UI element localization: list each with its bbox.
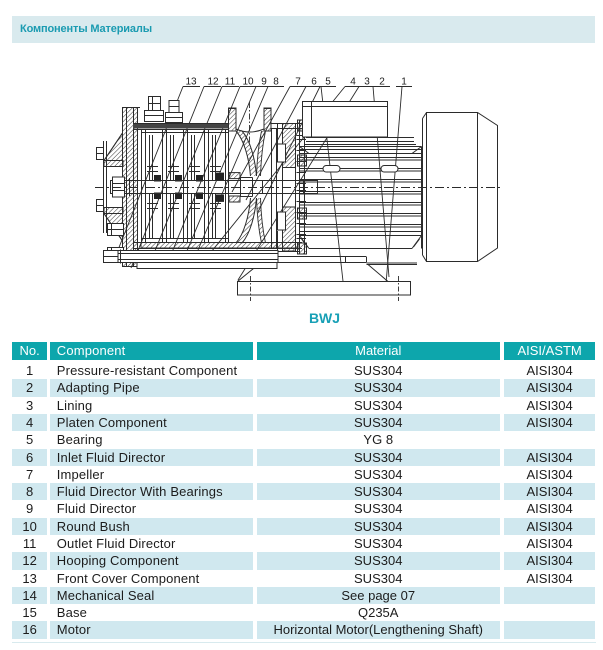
- svg-text:2: 2: [379, 77, 385, 88]
- svg-text:8: 8: [273, 77, 279, 88]
- svg-text:10: 10: [242, 77, 254, 88]
- svg-text:7: 7: [295, 77, 301, 88]
- svg-text:1: 1: [401, 77, 407, 88]
- svg-text:5: 5: [325, 77, 331, 88]
- svg-text:3: 3: [364, 77, 370, 88]
- svg-text:12: 12: [207, 77, 219, 88]
- svg-text:4: 4: [350, 77, 356, 88]
- svg-text:6: 6: [311, 77, 317, 88]
- svg-text:13: 13: [185, 77, 197, 88]
- svg-text:9: 9: [261, 77, 267, 88]
- svg-text:11: 11: [225, 77, 236, 88]
